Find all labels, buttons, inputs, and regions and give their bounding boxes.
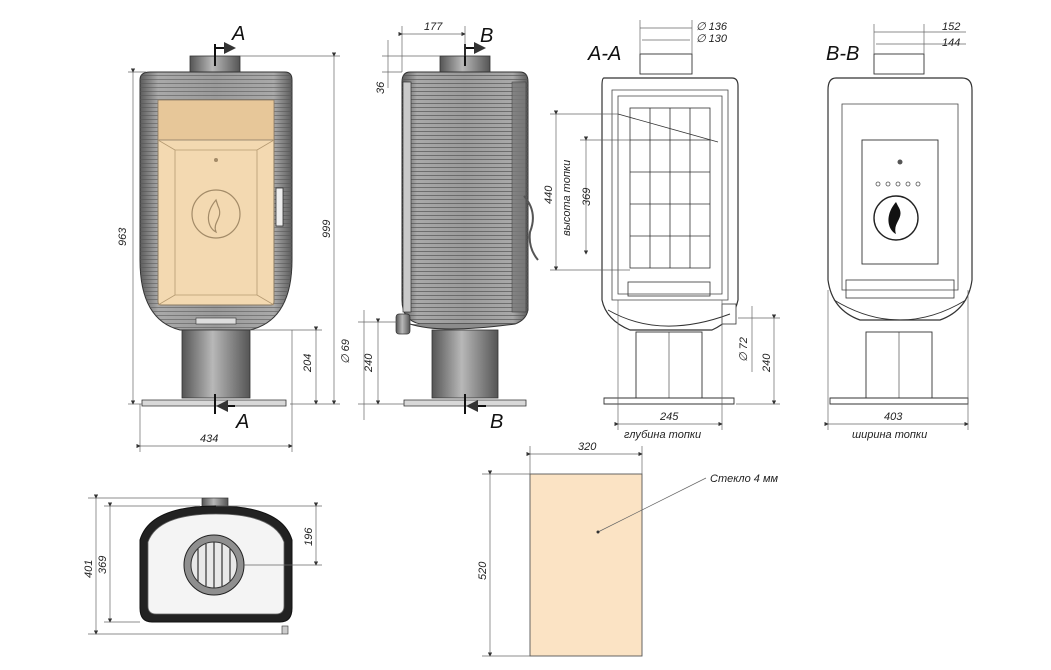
section-a-dim-firebox-height-label: высота топки bbox=[561, 160, 573, 236]
section-b-view: B-B 152 144 403 ширина топки bbox=[824, 21, 973, 441]
section-a-lower-curve bbox=[607, 309, 731, 327]
top-dim-flue-offset: 196 bbox=[303, 527, 315, 546]
section-a-grid bbox=[617, 107, 719, 269]
flame-icon-b bbox=[888, 202, 901, 234]
section-a-dim-outer-diameter: ∅ 136 bbox=[696, 21, 728, 33]
glass-label: Стекло 4 мм bbox=[710, 473, 779, 485]
top-flue-slats bbox=[197, 542, 231, 588]
side-air-inlet bbox=[395, 313, 411, 335]
side-pedestal bbox=[431, 329, 499, 399]
side-dim-inlet-diameter: ∅ 69 bbox=[340, 339, 352, 364]
side-section-marker-top: B bbox=[480, 25, 493, 47]
glass-view: 320 520 Стекло 4 мм bbox=[477, 441, 779, 657]
side-lower-curve bbox=[409, 323, 516, 330]
section-b-screw bbox=[897, 159, 903, 165]
front-ashpan bbox=[195, 317, 237, 325]
front-view: A A 963 999 204 434 bbox=[117, 23, 340, 452]
section-a-dim-inner-diameter: ∅ 130 bbox=[696, 33, 728, 45]
section-b-flue bbox=[873, 53, 925, 75]
section-a-view: A-A ∅ 136 ∅ 130 440 в bbox=[543, 20, 780, 441]
section-a-dim-inlet-height: 240 bbox=[761, 353, 773, 373]
section-b-lower-curve bbox=[833, 299, 967, 321]
section-a-dim-depth: 245 bbox=[659, 411, 679, 423]
section-a-dim-firebox-height-inner: 369 bbox=[581, 188, 593, 206]
front-dim-width: 434 bbox=[200, 433, 218, 445]
glass-dim-width: 320 bbox=[578, 441, 597, 453]
section-b-base bbox=[829, 397, 969, 405]
section-a-dim-firebox-height-outer: 440 bbox=[543, 185, 555, 204]
section-a-dim-depth-label: глубина топки bbox=[624, 429, 701, 441]
top-front-pin bbox=[281, 625, 289, 635]
side-dim-top-offset: 36 bbox=[375, 81, 387, 94]
section-a-inner-wall bbox=[611, 89, 729, 301]
section-a-dim-inlet-diameter: ∅ 72 bbox=[738, 337, 750, 362]
front-screw bbox=[214, 158, 218, 162]
front-pedestal bbox=[181, 329, 251, 399]
section-b-dim-width: 403 bbox=[884, 411, 903, 423]
section-a-base bbox=[603, 397, 735, 405]
side-dim-flue-offset: 177 bbox=[424, 21, 443, 33]
front-dim-height-total: 999 bbox=[321, 220, 333, 238]
front-dim-height-body: 963 bbox=[117, 227, 129, 246]
front-emblem bbox=[191, 189, 241, 239]
flame-icon bbox=[207, 198, 221, 234]
section-b-grate bbox=[845, 279, 955, 299]
section-b-dim-outer: 152 bbox=[942, 21, 960, 33]
section-b-title: B-B bbox=[826, 43, 859, 65]
front-firebox-top bbox=[157, 99, 275, 141]
front-section-marker-bottom: A bbox=[235, 411, 249, 433]
side-handle bbox=[523, 195, 539, 261]
section-a-title: A-A bbox=[587, 43, 621, 65]
side-view: B B 177 36 ∅ 69 240 bbox=[340, 21, 539, 433]
glass-panel bbox=[529, 473, 643, 657]
section-a-ashpan bbox=[627, 281, 711, 297]
side-section-marker-bottom: B bbox=[490, 411, 503, 433]
section-b-inner bbox=[841, 103, 959, 291]
side-dim-inlet-height: 240 bbox=[363, 353, 375, 373]
section-b-dim-width-label: ширина топки bbox=[852, 429, 927, 441]
section-a-flue bbox=[639, 53, 693, 75]
front-section-marker-top: A bbox=[231, 23, 245, 45]
top-dim-depth-body: 369 bbox=[97, 556, 109, 574]
section-b-dim-inner: 144 bbox=[942, 37, 960, 49]
front-firebox-walls bbox=[157, 139, 275, 306]
top-view: 401 369 196 bbox=[83, 494, 322, 635]
section-b-vents bbox=[875, 181, 921, 187]
top-dim-depth-total: 401 bbox=[83, 560, 95, 578]
front-handle bbox=[275, 187, 284, 227]
side-body-ribs bbox=[402, 72, 528, 324]
side-door-frame bbox=[402, 81, 412, 313]
glass-dim-height: 520 bbox=[477, 561, 489, 580]
front-dim-height-base: 204 bbox=[302, 354, 314, 373]
